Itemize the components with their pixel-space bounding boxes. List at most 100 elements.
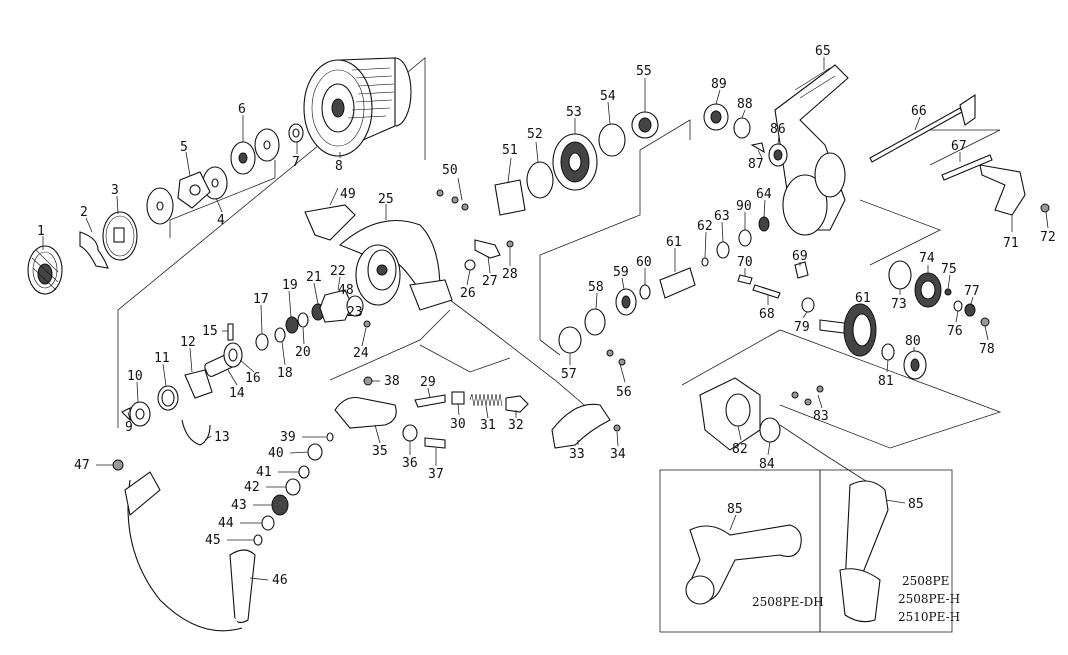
part-20-drawing — [297, 312, 309, 328]
part-37-drawing — [424, 437, 446, 449]
label-part-26: 26 — [460, 286, 476, 301]
label-part-43: 43 — [231, 498, 247, 513]
part-85-drawing — [685, 524, 802, 605]
part-65-drawing — [774, 64, 849, 236]
model-label-2508pe: 2508PE — [902, 574, 949, 588]
label-part-52: 52 — [527, 127, 543, 142]
part-45-drawing — [253, 534, 263, 546]
label-part-25: 25 — [378, 192, 394, 207]
part-69-drawing — [794, 261, 809, 279]
part-70-drawing — [737, 274, 753, 285]
label-part-42: 42 — [244, 480, 260, 495]
part-85b-drawing — [839, 480, 889, 623]
part-75-drawing — [944, 288, 952, 296]
label-part-8: 8 — [335, 159, 343, 174]
part-22-drawing — [319, 289, 353, 323]
part-24-drawing — [363, 320, 371, 328]
label-part-1: 1 — [37, 224, 45, 239]
part-13-drawing — [181, 419, 211, 446]
label-part-72: 72 — [1040, 230, 1056, 245]
label-part-7: 7 — [292, 155, 300, 170]
label-part-37: 37 — [428, 467, 444, 482]
part-78-drawing — [980, 317, 990, 327]
label-part-23: 23 — [347, 305, 363, 320]
part-60-drawing — [639, 284, 651, 300]
part-84-drawing — [759, 417, 781, 443]
part-64-drawing — [758, 216, 770, 232]
label-part-10: 10 — [127, 369, 143, 384]
part-43-drawing — [271, 494, 289, 516]
label-part-48: 48 — [338, 283, 354, 298]
part-34-drawing — [613, 424, 621, 432]
part-8-drawing — [303, 57, 412, 157]
label-part-87: 87 — [748, 157, 764, 172]
part-25-drawing — [338, 219, 453, 311]
part-62-drawing — [701, 257, 709, 267]
label-part-57: 57 — [561, 367, 577, 382]
label-part-34: 34 — [610, 447, 626, 462]
part-27-drawing — [474, 239, 501, 259]
label-part-21: 21 — [306, 270, 322, 285]
label-part-74: 74 — [919, 251, 935, 266]
part-31-drawing — [469, 393, 503, 407]
part-83-drawing — [791, 391, 799, 399]
part-77-drawing — [964, 303, 976, 317]
label-part-18: 18 — [277, 366, 293, 381]
part-54-drawing — [598, 123, 626, 157]
part-40-drawing — [307, 443, 323, 461]
part-47-drawing — [112, 459, 124, 471]
label-part-4: 4 — [217, 213, 225, 228]
label-part-85: 85 — [727, 502, 743, 517]
label-part-31: 31 — [480, 418, 496, 433]
part-88-drawing — [733, 117, 751, 139]
label-part-62: 62 — [697, 219, 713, 234]
label-part-17: 17 — [253, 292, 269, 307]
label-part-51: 51 — [502, 143, 518, 158]
label-part-82: 82 — [732, 442, 748, 457]
part-57-drawing — [558, 326, 582, 354]
label-part-85b: 85 — [908, 497, 924, 512]
label-part-60: 60 — [636, 255, 652, 270]
label-part-11: 11 — [154, 351, 170, 366]
part-52-drawing — [526, 161, 554, 199]
label-part-76: 76 — [947, 324, 963, 339]
label-part-9: 9 — [125, 420, 133, 435]
label-part-20: 20 — [295, 345, 311, 360]
label-part-24: 24 — [353, 346, 369, 361]
label-part-36: 36 — [402, 456, 418, 471]
model-label-2508pe-dh: 2508PE-DH — [752, 595, 824, 609]
part-61b-drawing — [819, 303, 877, 357]
label-part-39: 39 — [280, 430, 296, 445]
label-part-77: 77 — [964, 284, 980, 299]
part-2-drawing — [79, 231, 109, 269]
label-part-29: 29 — [420, 375, 436, 390]
label-part-79: 79 — [794, 320, 810, 335]
label-part-54: 54 — [600, 89, 616, 104]
label-part-33: 33 — [569, 447, 585, 462]
part-19-drawing — [285, 316, 299, 334]
part-36-drawing — [402, 424, 418, 442]
part-17-drawing — [255, 333, 269, 351]
label-part-41: 41 — [256, 465, 272, 480]
part-51-drawing — [494, 179, 526, 216]
label-part-78: 78 — [979, 342, 995, 357]
label-part-83: 83 — [813, 409, 829, 424]
part-87-drawing — [750, 142, 765, 154]
label-part-15: 15 — [202, 324, 218, 339]
part-79-drawing — [801, 297, 815, 313]
part-15-drawing — [227, 323, 234, 341]
part-drawings — [27, 57, 1050, 632]
group-frames — [117, 57, 1002, 633]
part-46-drawing — [124, 471, 256, 632]
label-part-86: 86 — [770, 122, 786, 137]
label-part-14: 14 — [229, 386, 245, 401]
label-part-73: 73 — [891, 297, 907, 312]
part-73-drawing — [888, 260, 912, 290]
label-part-30: 30 — [450, 417, 466, 432]
label-part-53: 53 — [566, 105, 582, 120]
part-5-drawing — [177, 171, 211, 209]
label-part-5: 5 — [180, 140, 188, 155]
model-labels: 2508PE-DH 2508PE 2508PE-H 2510PE-H — [752, 574, 960, 624]
part-28-drawing — [506, 240, 514, 248]
part-61-drawing — [659, 267, 696, 299]
